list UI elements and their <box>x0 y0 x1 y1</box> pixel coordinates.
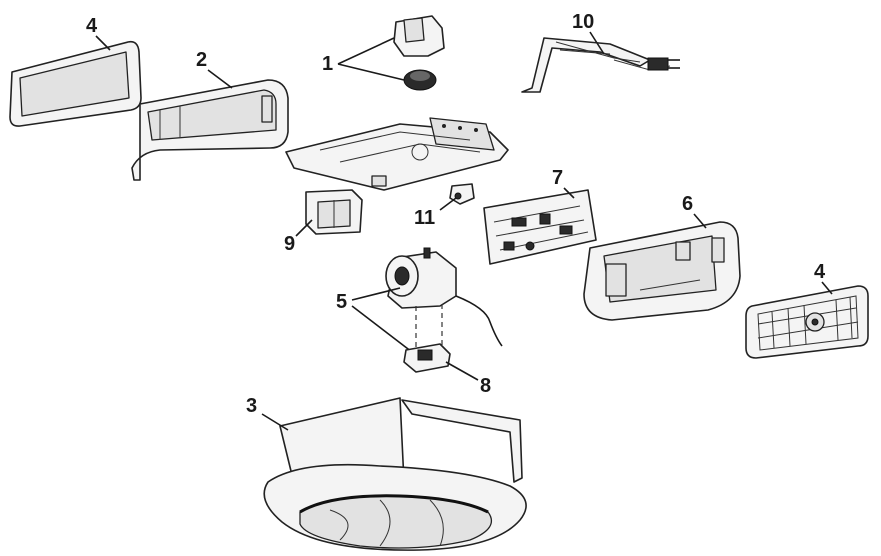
lens-grille-right <box>745 285 869 359</box>
leader-1a <box>337 37 395 65</box>
leader-2 <box>207 69 233 89</box>
label-6: 6 <box>682 193 693 215</box>
gear-assembly <box>403 343 451 373</box>
light-socket <box>305 189 363 235</box>
leader-5b <box>351 305 413 353</box>
power-cord <box>521 37 680 93</box>
label-7: 7 <box>552 167 563 189</box>
label-8: 8 <box>480 375 491 397</box>
leader-3 <box>261 413 289 431</box>
sprocket <box>403 69 437 91</box>
lens-cover-left <box>9 40 142 127</box>
end-panel-left <box>131 79 289 181</box>
label-9: 9 <box>284 233 295 255</box>
leader-4-right <box>821 281 833 295</box>
leader-8 <box>445 361 479 381</box>
leader-9 <box>295 219 313 237</box>
leader-10 <box>589 31 605 55</box>
logic-board <box>483 189 597 265</box>
label-10: 10 <box>572 11 594 33</box>
label-3: 3 <box>246 395 257 417</box>
label-5: 5 <box>336 291 347 313</box>
label-4-right: 4 <box>814 261 826 283</box>
leader-6 <box>693 213 707 229</box>
label-11: 11 <box>414 207 435 229</box>
label-1: 1 <box>322 53 333 75</box>
leader-11 <box>439 197 457 211</box>
leader-1b <box>337 63 405 81</box>
label-2: 2 <box>196 49 207 71</box>
sensor <box>449 183 475 205</box>
sprocket-cover <box>393 15 445 57</box>
leader-7 <box>563 187 575 199</box>
chassis-plate <box>285 117 509 191</box>
leader-5a <box>351 287 401 301</box>
label-4-left: 4 <box>86 15 98 37</box>
end-panel-right <box>583 221 741 321</box>
leader-4-left <box>95 35 111 51</box>
motor <box>385 247 503 352</box>
main-cover <box>263 397 527 551</box>
